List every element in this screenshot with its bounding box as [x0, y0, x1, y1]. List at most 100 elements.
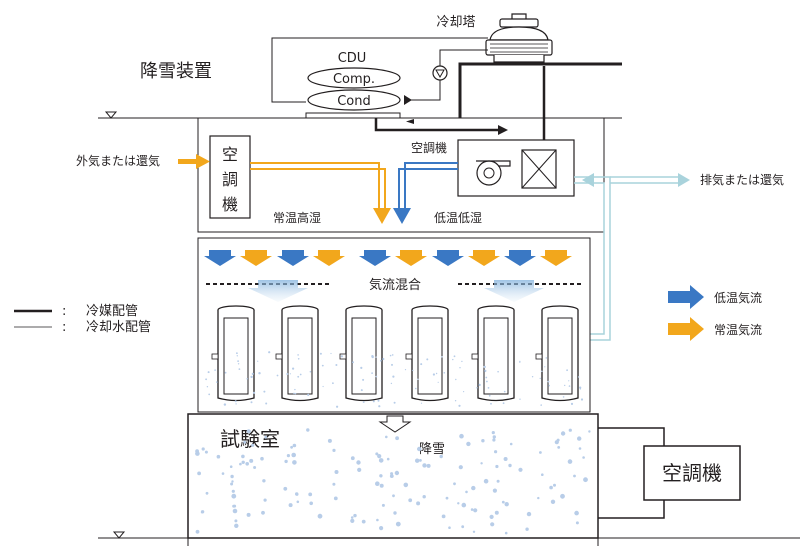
- snow-particle: [582, 456, 585, 459]
- snow-particle: [206, 386, 209, 388]
- snow-particle: [232, 508, 238, 514]
- snow-particle: [264, 435, 268, 439]
- cooling-tower: [485, 13, 553, 63]
- snow-particle: [392, 375, 395, 378]
- snow-particle: [293, 392, 295, 395]
- mixed-flow-arrow-right-icon: [484, 280, 544, 302]
- snow-particle: [389, 354, 392, 357]
- snow-particle: [544, 366, 546, 368]
- ahu-left-char-3: 機: [222, 195, 238, 214]
- snow-particle: [332, 482, 336, 486]
- snow-particle: [263, 390, 266, 393]
- snow-particle: [214, 369, 216, 371]
- snow-generator-cylinder: [339, 305, 383, 402]
- snow-particle: [246, 429, 251, 434]
- snow-particle: [379, 526, 384, 531]
- snow-particle: [352, 361, 354, 364]
- snow-particle: [380, 359, 382, 362]
- snow-particle: [483, 365, 486, 369]
- snow-particle: [415, 458, 420, 463]
- legend-normal-temp-arrow-icon: [668, 317, 704, 341]
- snow-particle: [492, 438, 496, 442]
- snow-particle: [540, 404, 542, 406]
- snow-particle: [439, 454, 443, 459]
- snow-particle: [478, 383, 481, 387]
- snow-particle: [336, 405, 339, 408]
- snow-particle: [481, 439, 485, 443]
- legend-airflow: 低温気流 常温気流: [668, 285, 762, 341]
- snow-particle: [201, 447, 205, 451]
- flow-arrow-icon: [404, 95, 412, 105]
- snow-particle: [419, 459, 422, 462]
- cooling-water-pipes: [271, 37, 488, 103]
- snow-particle: [283, 486, 288, 491]
- snow-particle: [251, 443, 255, 447]
- snow-particle: [197, 471, 202, 476]
- snow-particle: [489, 514, 494, 520]
- snow-particle: [579, 386, 582, 389]
- snow-particle: [207, 371, 210, 374]
- snow-generator-cylinder: [471, 305, 515, 402]
- snow-particle: [241, 460, 245, 464]
- snow-particle: [378, 405, 381, 408]
- snow-particle: [327, 438, 332, 443]
- snow-particle: [317, 513, 323, 519]
- snow-particle: [573, 474, 576, 478]
- snow-particle: [412, 369, 414, 372]
- snow-particle: [560, 493, 565, 499]
- snow-particle: [335, 364, 338, 366]
- snow-particle: [504, 531, 508, 535]
- snow-particle: [490, 402, 492, 405]
- normal-temp-humidity-label: 常温高湿: [273, 210, 321, 225]
- snow-particle: [246, 378, 248, 380]
- snow-particle: [350, 516, 354, 519]
- snow-particle: [306, 428, 310, 432]
- snow-particle: [250, 375, 253, 379]
- snow-particle: [553, 483, 556, 487]
- low-temp-small-arrow-icon: [359, 250, 391, 266]
- snow-particle: [509, 442, 513, 446]
- snow-particle: [577, 436, 582, 441]
- snow-particle: [276, 374, 279, 377]
- snow-particle: [286, 454, 290, 458]
- pump-icon: [432, 65, 448, 81]
- snow-particle: [294, 388, 296, 391]
- snow-particle: [292, 367, 295, 370]
- snow-particle: [330, 352, 332, 355]
- snow-particle: [557, 446, 561, 449]
- condenser-ellipse: [307, 89, 401, 111]
- snow-particle: [583, 477, 588, 483]
- snow-particle: [286, 373, 289, 375]
- snow-particle: [453, 355, 456, 358]
- snow-particle: [378, 458, 384, 463]
- snow-particle: [236, 352, 238, 355]
- snow-particle: [461, 525, 465, 529]
- snow-particle: [260, 456, 264, 461]
- outside-air-label: 外気または還気: [76, 153, 160, 168]
- snow-particle: [486, 380, 488, 383]
- snow-particle: [549, 485, 553, 490]
- snow-particle: [216, 454, 221, 459]
- snow-particle: [195, 529, 200, 534]
- snow-particle: [204, 450, 208, 454]
- snow-particle: [195, 451, 200, 456]
- snow-particle: [568, 385, 571, 387]
- snow-particle: [234, 519, 238, 523]
- snow-particle: [457, 502, 460, 505]
- snow-particle: [319, 352, 322, 355]
- exhaust-label: 排気または還気: [700, 172, 784, 187]
- snow-particle: [246, 512, 251, 517]
- snow-particle: [309, 501, 314, 506]
- snow-particle: [377, 399, 380, 402]
- snow-particle: [268, 351, 271, 354]
- compressor-label: Comp.: [333, 72, 375, 87]
- ground-level-marks: [104, 111, 126, 539]
- page-title: 降雪装置: [140, 61, 212, 82]
- snow-particle: [379, 474, 383, 478]
- snow-particle: [441, 514, 446, 519]
- snow-particle: [454, 400, 457, 402]
- snow-particle: [494, 510, 499, 515]
- snow-particle: [501, 500, 505, 504]
- snow-particle: [295, 493, 299, 496]
- refrigerant-flow-arrow-icon: [498, 125, 508, 135]
